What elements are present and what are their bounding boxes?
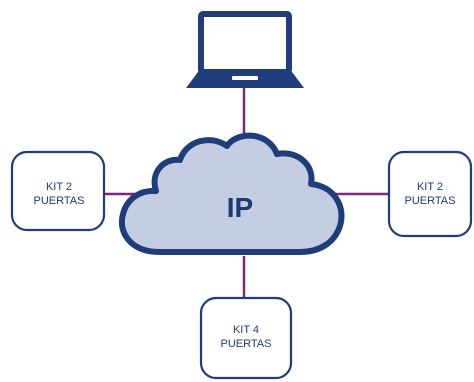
node-left-line1: KIT 2 [46, 181, 72, 193]
node-bottom-line2: PUERTAS [221, 338, 272, 350]
node-left-line2: PUERTAS [34, 195, 85, 207]
laptop-icon [186, 11, 304, 88]
node-bottom: KIT 4 PUERTAS [199, 296, 293, 380]
node-bottom-line1: KIT 4 [233, 324, 259, 336]
node-left: KIT 2 PUERTAS [10, 150, 106, 232]
node-right-line1: KIT 2 [417, 181, 443, 193]
node-right-line2: PUERTAS [405, 195, 456, 207]
cloud-label: IP [227, 192, 253, 223]
node-right: KIT 2 PUERTAS [387, 150, 473, 238]
cloud-icon [118, 132, 345, 255]
